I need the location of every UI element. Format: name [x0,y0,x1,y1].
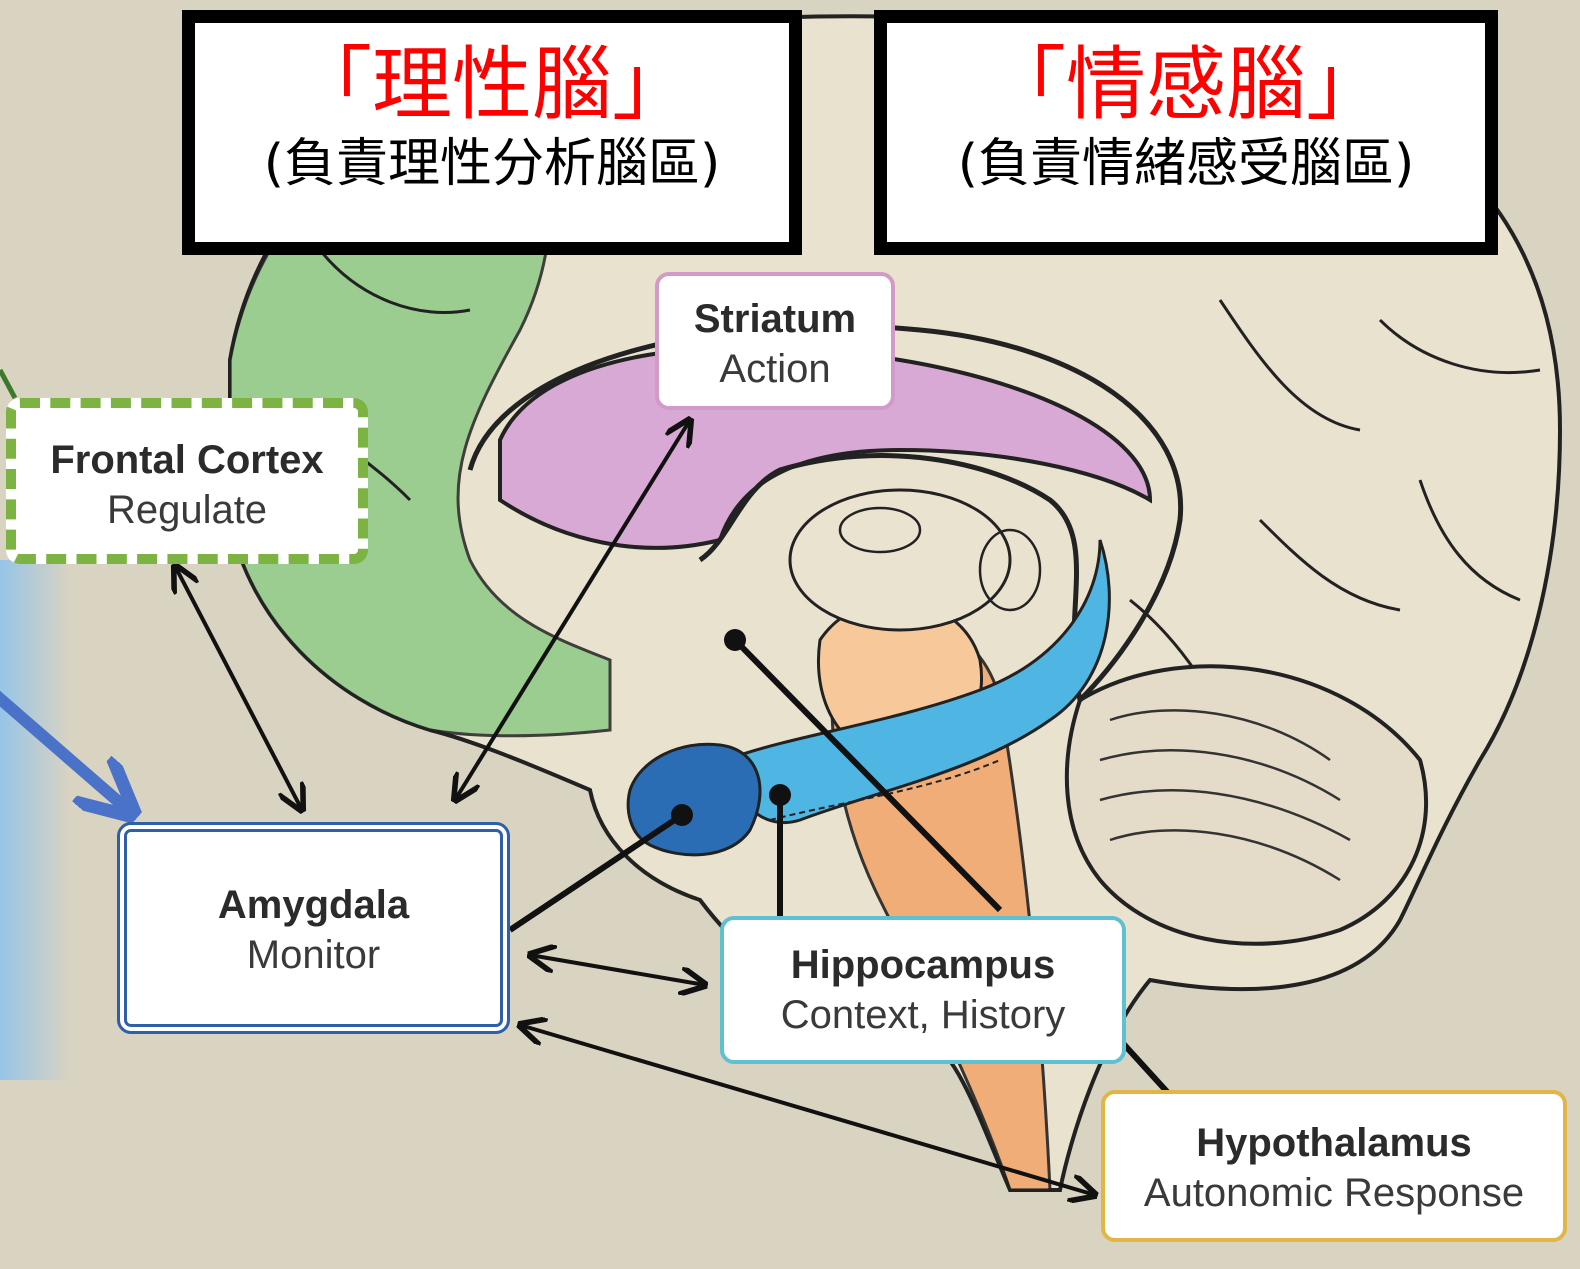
hippocampus-label: Hippocampus Context, History [720,916,1126,1064]
amygdala-function: Monitor [127,930,500,980]
rational-brain-title: 「理性腦」 [195,37,789,133]
hippocampus-function: Context, History [724,990,1122,1040]
hypothalamus-label: Hypothalamus Autonomic Response [1101,1090,1567,1242]
striatum-label: Striatum Action [655,272,895,410]
frontal-cortex-name: Frontal Cortex [16,435,358,485]
amygdala-label: Amygdala Monitor [117,822,510,1034]
green-edge-tick [0,370,15,398]
hypothalamus-function: Autonomic Response [1105,1168,1563,1218]
rational-brain-subtitle: (負責理性分析腦區) [195,133,789,195]
rational-brain-title-box: 「理性腦」 (負責理性分析腦區) [182,10,802,255]
emotional-brain-subtitle: (負責情緒感受腦區) [887,133,1485,195]
amygdala-name: Amygdala [127,880,500,930]
striatum-name: Striatum [659,294,891,344]
striatum-function: Action [659,344,891,394]
emotional-brain-title: 「情感腦」 [887,37,1485,133]
arrow-amygdala-hippocampus [530,955,705,985]
frontal-cortex-label: Frontal Cortex Regulate [6,398,368,564]
emotional-brain-title-box: 「情感腦」 (負責情緒感受腦區) [874,10,1498,255]
left-edge-glow [0,560,70,1080]
frontal-cortex-function: Regulate [16,485,358,535]
hippocampus-name: Hippocampus [724,940,1122,990]
hypothalamus-name: Hypothalamus [1105,1118,1563,1168]
